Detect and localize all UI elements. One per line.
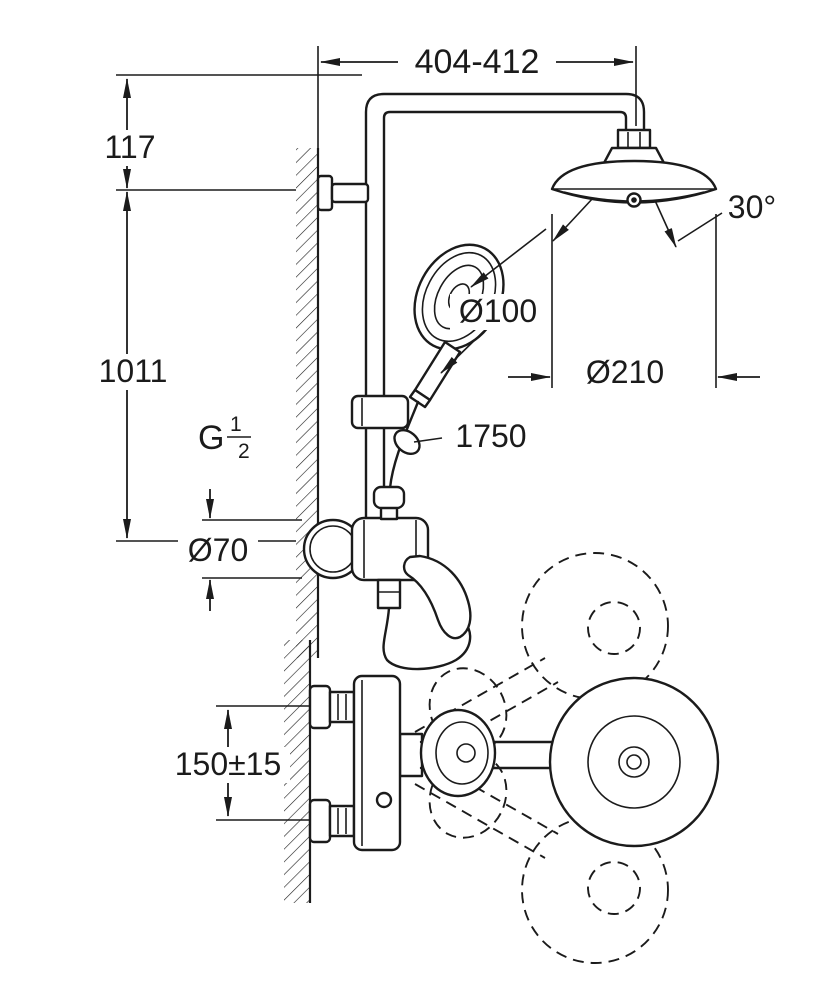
lower-wall-section <box>284 640 312 903</box>
upper-wall-section <box>296 148 320 658</box>
thread-numerator: 1 <box>230 413 242 436</box>
rail-slider-holder <box>350 394 421 456</box>
mixer-lever <box>402 554 472 640</box>
dim-supply-spacing: 150±15 <box>175 746 282 782</box>
plan-view <box>308 552 720 964</box>
dim-top-offset: 117 <box>104 129 155 165</box>
dim-hand-shower-diameter: Ø100 <box>459 293 537 329</box>
mixer-valve <box>302 485 472 671</box>
thread-prefix: G <box>198 419 224 457</box>
dim-swivel-angle: 30° <box>728 189 776 225</box>
thread-label: G 1 2 <box>198 413 251 463</box>
head-shower <box>550 128 718 208</box>
thread-denominator: 2 <box>238 440 250 463</box>
dim-column-height: 1011 <box>99 353 168 389</box>
dim-hose-length: 1750 <box>455 418 526 454</box>
dim-escutcheon-diameter: Ø70 <box>188 532 248 568</box>
dim-width-range: 404-412 <box>415 43 540 81</box>
dimension-annotations: 404-412 117 1011 30° Ø100 Ø210 1750 Ø70 … <box>92 43 776 821</box>
dim-head-shower-diameter: Ø210 <box>586 354 664 390</box>
wall-bracket <box>316 174 370 212</box>
